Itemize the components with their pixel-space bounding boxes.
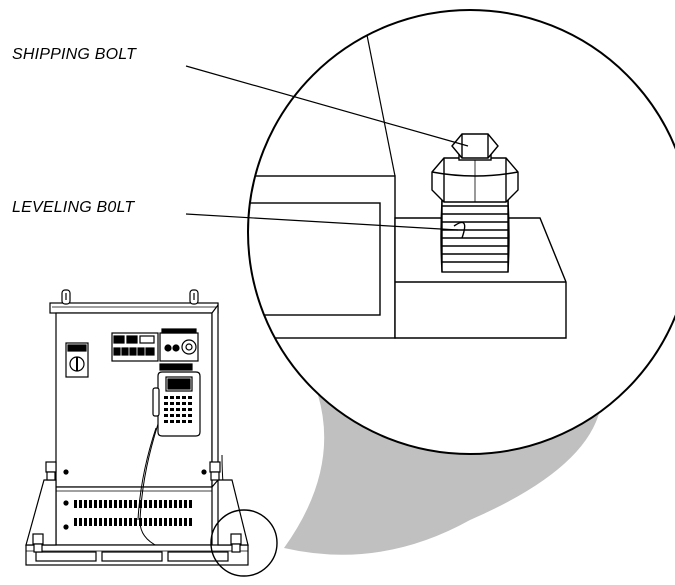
panel-screw <box>201 469 207 475</box>
magnified-detail <box>248 10 675 454</box>
leveling-foot-rear-right <box>209 461 221 481</box>
shipping-bolt-detail <box>451 133 499 161</box>
cabinet-side-panel <box>211 303 219 489</box>
panel-screw <box>63 469 69 475</box>
panel-screw <box>63 524 69 530</box>
teach-pendant <box>152 371 201 437</box>
leveling-foot-rear-left <box>45 461 57 481</box>
leveling-bolt-detail <box>440 199 510 273</box>
leveling-bolt-leader <box>185 213 459 231</box>
lifting-eye-left <box>61 289 71 305</box>
controller-cabinet <box>25 289 249 566</box>
detail-focus-circle <box>210 509 278 577</box>
leveling-foot-front-right <box>230 533 242 553</box>
ventilation-slots-upper <box>74 500 192 508</box>
leveling-foot-front-left <box>32 533 44 553</box>
panel-screw <box>63 500 69 506</box>
main-power-switch <box>65 342 89 378</box>
operator-button-panel <box>111 332 159 362</box>
mode-selector-panel <box>159 328 199 362</box>
hex-nut <box>431 157 519 203</box>
brand-nameplate <box>159 363 193 371</box>
ventilation-slots-lower <box>74 518 192 526</box>
shipping-bolt-leader <box>185 65 469 147</box>
lifting-eye-right <box>189 289 199 305</box>
shipping-bolt-callout: SHIPPING BOLT <box>12 46 137 63</box>
cabinet-lower-panel <box>55 486 213 546</box>
leveling-bolt-callout: LEVELING B0LT <box>12 199 135 216</box>
